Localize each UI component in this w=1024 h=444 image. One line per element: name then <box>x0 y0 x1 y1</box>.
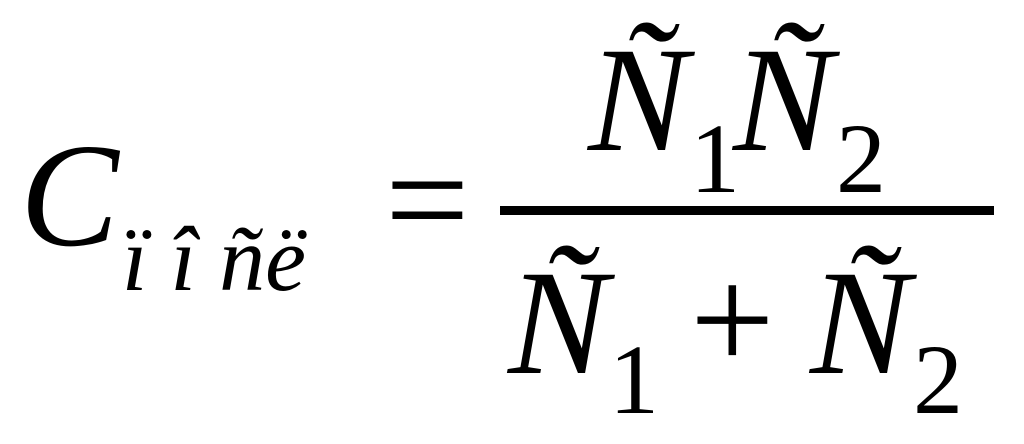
numerator-subscript-1: 1 <box>690 103 740 214</box>
denominator-symbol-2: Ñ <box>808 240 917 406</box>
denominator-subscript-2: 2 <box>913 324 963 435</box>
equals-sign: = <box>385 117 470 283</box>
numerator: Ñ 1 Ñ 2 <box>586 17 886 214</box>
lhs-symbol: C <box>20 114 121 278</box>
lhs-subscript: ï î ñë <box>122 208 307 310</box>
denominator: Ñ 1 + Ñ 2 <box>506 237 963 435</box>
numerator-symbol-2: Ñ <box>731 17 840 183</box>
numerator-subscript-2: 2 <box>836 103 886 214</box>
numerator-symbol-1: Ñ <box>586 17 695 183</box>
denominator-subscript-1: 1 <box>609 324 659 435</box>
denominator-symbol-1: Ñ <box>506 240 615 406</box>
fraction-bar <box>500 206 994 215</box>
plus-operator: + <box>690 237 775 403</box>
